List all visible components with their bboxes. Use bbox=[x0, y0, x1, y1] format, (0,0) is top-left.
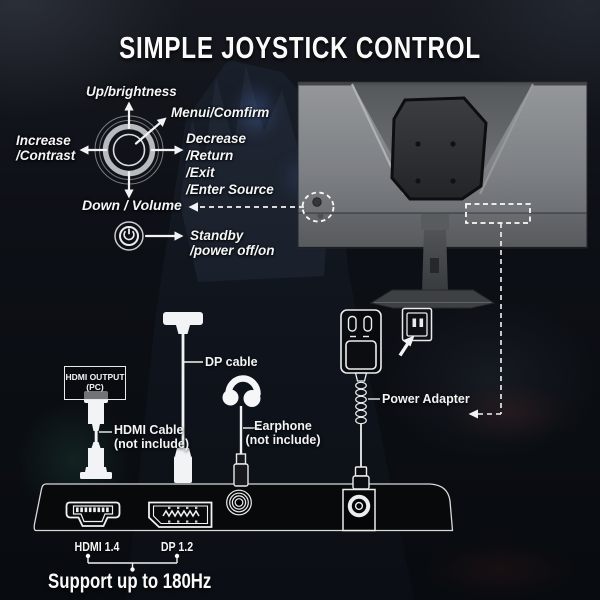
io-panel bbox=[33, 483, 454, 532]
monitor-rear-illustration bbox=[297, 81, 588, 309]
headphones-icon bbox=[222, 375, 261, 487]
audio-jack-port-icon bbox=[226, 489, 252, 516]
standby-label-line1: Standby bbox=[190, 228, 244, 243]
joystick-diagram-icon bbox=[79, 101, 184, 199]
power-icon bbox=[123, 228, 135, 241]
joystick-right-label-line3: /Exit bbox=[186, 165, 215, 180]
menu-arrow-icon bbox=[156, 117, 167, 127]
pc-box-line2: (PC) bbox=[86, 382, 104, 392]
standby-button-icon bbox=[114, 221, 184, 251]
dp-cable-label: DP cable bbox=[205, 355, 258, 369]
pc-output-box: HDMI OUTPUT (PC) bbox=[64, 366, 126, 400]
support-refresh-rate-text: Support up to 180Hz bbox=[48, 570, 212, 593]
monitor-stand bbox=[369, 214, 496, 309]
dp-cable-icon bbox=[163, 312, 203, 483]
joystick-left-label-line1: Increase bbox=[16, 133, 71, 148]
dashed-connectors bbox=[188, 202, 502, 419]
hdmi-port-icon bbox=[65, 501, 121, 527]
left-arrow-icon bbox=[79, 145, 89, 155]
earphone-label-line1: Earphone bbox=[254, 419, 312, 433]
ports-location-dashed-rect bbox=[465, 203, 531, 224]
joystick-location-dashed-circle bbox=[301, 191, 335, 223]
audio-plug-icon bbox=[233, 453, 249, 487]
right-arrow-icon bbox=[174, 145, 184, 155]
dp-port-icon bbox=[148, 501, 213, 528]
up-arrow-icon bbox=[124, 101, 134, 111]
down-arrow-icon bbox=[124, 189, 134, 199]
cursor-arrow-icon bbox=[398, 335, 415, 357]
power-adapter-label: Power Adapter bbox=[382, 392, 470, 406]
joystick-left-label-line2: /Contrast bbox=[16, 148, 76, 163]
dp-port-label: DP 1.2 bbox=[160, 540, 194, 554]
joystick-right-label-line2: /Return bbox=[186, 148, 234, 163]
earphone-label-line2: (not include) bbox=[245, 433, 321, 447]
joystick-menu-label: Menui/Comfirm bbox=[171, 105, 270, 120]
joystick-up-label: Up/brightness bbox=[86, 84, 177, 99]
pc-box-line1: HDMI OUTPUT bbox=[65, 372, 125, 382]
hdmi-port-label: HDMI 1.4 bbox=[74, 540, 120, 554]
joystick-right-label-line1: Decrease bbox=[186, 131, 247, 146]
power-adapter-icon bbox=[340, 309, 382, 490]
joystick-right-label-line4: /Enter Source bbox=[186, 182, 274, 197]
ports-bracket bbox=[85, 553, 180, 572]
hdmi-cable-label-line1: HDMI Cable bbox=[114, 423, 184, 437]
page-title: SIMPLE JOYSTICK CONTROL bbox=[119, 30, 481, 65]
wall-outlet-icon bbox=[401, 307, 433, 342]
vesa-plate bbox=[390, 96, 488, 201]
dc-power-port-icon bbox=[342, 488, 376, 532]
standby-label-line2: /power off/on bbox=[190, 243, 275, 258]
hdmi-cable-label-line2: (not include) bbox=[114, 437, 189, 451]
hdmi-cable-icon bbox=[80, 391, 112, 479]
joystick-down-label: Down / Volume bbox=[82, 197, 182, 213]
